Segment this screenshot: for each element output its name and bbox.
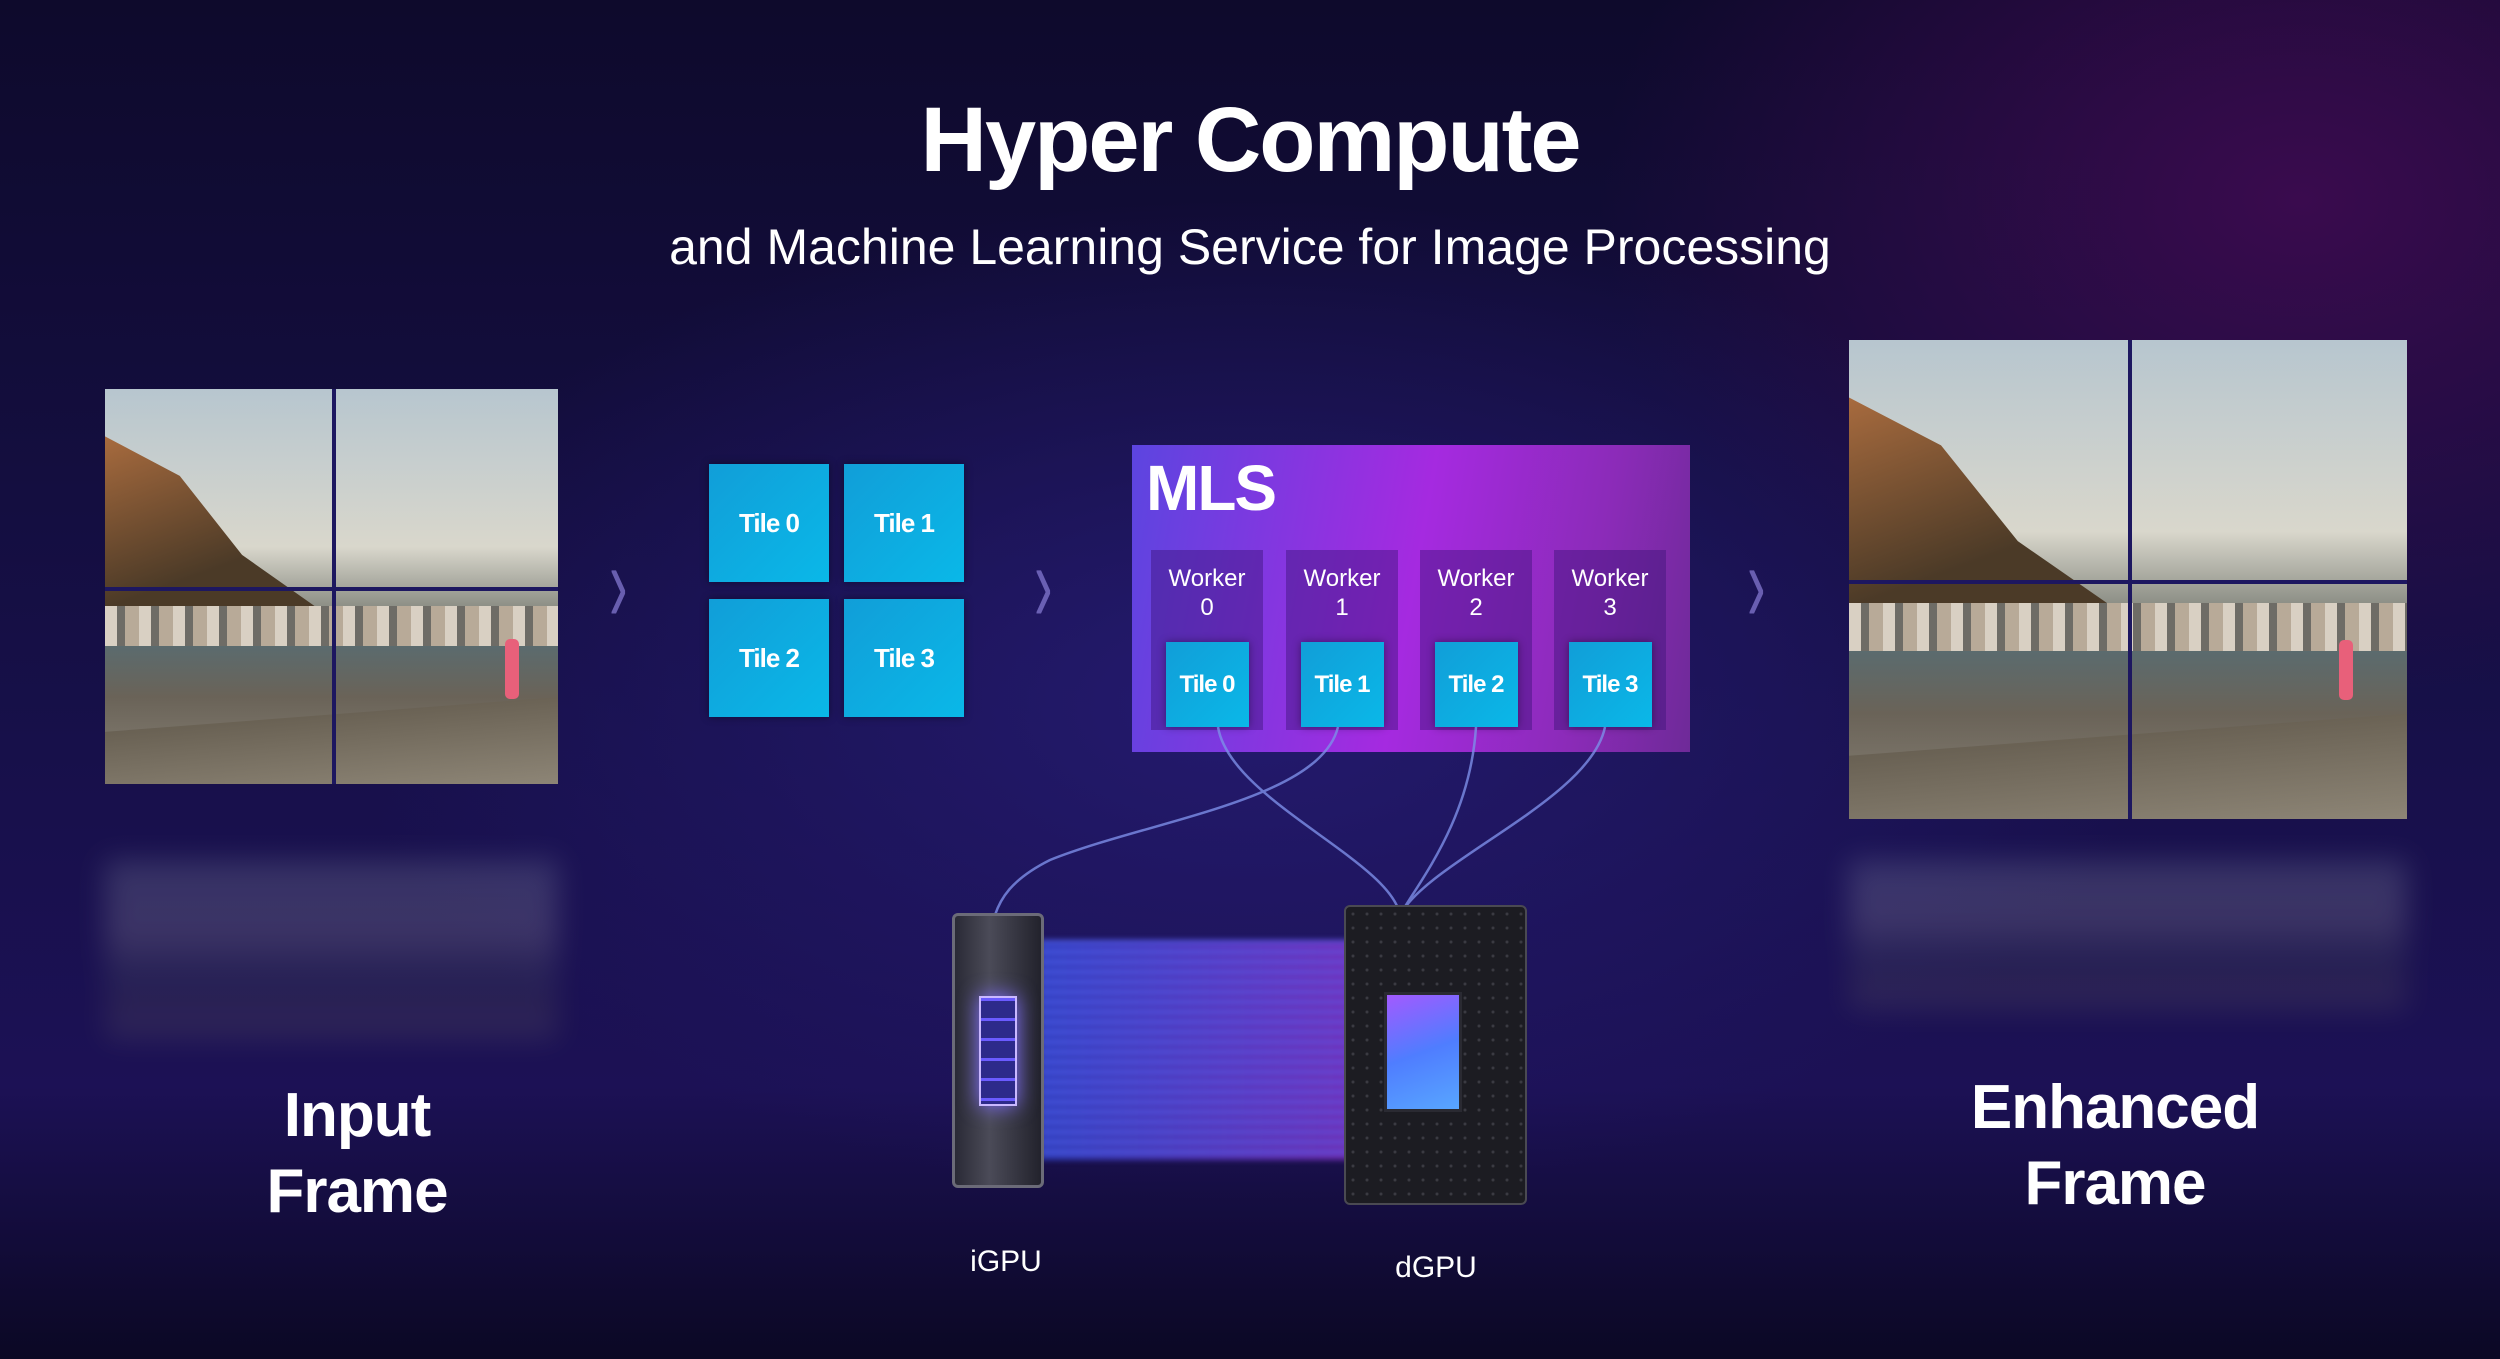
page-title: Hyper Compute xyxy=(920,89,1582,191)
dgpu-die xyxy=(1384,992,1462,1112)
worker-label: Worker xyxy=(1168,565,1246,592)
input-frame-label: Input Frame xyxy=(266,1078,448,1230)
connector-worker2-dgpu xyxy=(1398,726,1478,916)
worker-index: 1 xyxy=(1335,594,1349,621)
worker-label: Worker xyxy=(1571,565,1649,592)
tile-1: Tile 1 xyxy=(844,464,964,582)
worker-index: 2 xyxy=(1469,594,1483,621)
enhanced-label-line2: Frame xyxy=(2024,1149,2206,1218)
worker-label: Worker xyxy=(1303,565,1381,592)
chevron-right-icon: › xyxy=(1034,522,1053,645)
tile-0: Tile 0 xyxy=(709,464,829,582)
connector-worker3-dgpu xyxy=(1398,726,1607,916)
enhanced-frame-reflection xyxy=(1849,860,2407,1010)
page-subtitle: and Machine Learning Service for Image P… xyxy=(669,219,1831,275)
tile-2: Tile 2 xyxy=(709,599,829,717)
connector-worker1-igpu xyxy=(993,726,1340,916)
worker-index: 0 xyxy=(1200,594,1214,621)
igpu-chip xyxy=(952,913,1044,1188)
input-label-line2: Frame xyxy=(266,1157,448,1226)
enhanced-frame-image xyxy=(1849,340,2407,819)
worker-label: Worker xyxy=(1437,565,1515,592)
enhanced-frame-label: Enhanced Frame xyxy=(1970,1070,2260,1222)
worker-tile: Tile 1 xyxy=(1300,642,1384,727)
input-label-line1: Input xyxy=(283,1081,432,1150)
chevron-right-icon: › xyxy=(1747,522,1766,645)
input-frame-image xyxy=(105,389,558,784)
input-frame-reflection xyxy=(105,860,558,1040)
worker-tile: Tile 3 xyxy=(1568,642,1652,727)
dgpu-label: dGPU xyxy=(1395,1251,1477,1284)
enhanced-label-line1: Enhanced xyxy=(1970,1073,2260,1142)
dgpu-chip xyxy=(1344,905,1527,1205)
connector-worker0-dgpu xyxy=(1216,726,1402,916)
chevron-right-icon: › xyxy=(609,522,628,645)
mls-title: MLS xyxy=(1146,452,1277,524)
worker-tile: Tile 0 xyxy=(1165,642,1249,727)
worker-tile: Tile 2 xyxy=(1434,642,1518,727)
worker-index: 3 xyxy=(1603,594,1617,621)
data-transfer-streaks xyxy=(1040,940,1360,1160)
tile-3: Tile 3 xyxy=(844,599,964,717)
igpu-die xyxy=(979,996,1017,1106)
igpu-label: iGPU xyxy=(970,1245,1042,1278)
